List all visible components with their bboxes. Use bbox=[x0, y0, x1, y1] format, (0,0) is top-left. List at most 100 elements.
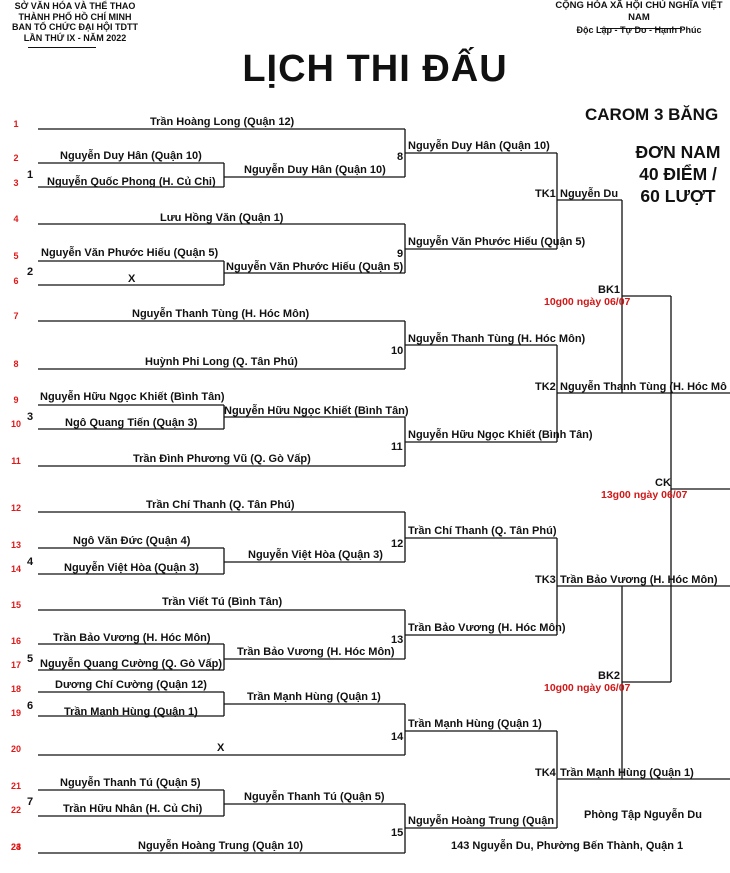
row-number: 23 bbox=[10, 842, 21, 852]
row-number: 10 bbox=[10, 419, 21, 429]
event-format-line-2: 40 ĐIỂM / bbox=[639, 164, 717, 184]
player-name: Trần Viết Tú (Bình Tân) bbox=[162, 596, 283, 608]
player-name: Nguyễn Duy Hân (Quận 10) bbox=[60, 150, 202, 162]
advancing-player: Nguyễn Hoàng Trung (Quận bbox=[408, 815, 555, 827]
quarterfinal-label: TK2 bbox=[535, 381, 556, 393]
player-name: Nguyễn Việt Hòa (Quận 3) bbox=[64, 562, 199, 574]
row-number: 8 bbox=[13, 359, 19, 369]
match-number: 2 bbox=[27, 266, 34, 278]
player-name: Nguyễn Văn Phước Hiếu (Quận 5) bbox=[41, 247, 219, 259]
advancing-player: Trần Mạnh Hùng (Quận 1) bbox=[247, 691, 381, 703]
advancing-player: Nguyễn Duy Hân (Quận 10) bbox=[408, 140, 550, 152]
player-name: Ngô Quang Tiến (Quận 3) bbox=[65, 417, 198, 429]
row-number: 11 bbox=[11, 456, 21, 466]
row-number: 15 bbox=[10, 600, 21, 610]
match-number: 6 bbox=[27, 700, 34, 712]
match-number: 13 bbox=[391, 634, 404, 646]
player-name: Trần Đình Phương Vũ (Q. Gò Vấp) bbox=[133, 453, 311, 465]
venue-address: 143 Nguyễn Du, Phường Bến Thành, Quận 1 bbox=[451, 840, 684, 852]
player-name: Nguyễn Quang Cường (Q. Gò Vấp) bbox=[40, 658, 223, 670]
advancing-player: Nguyễn Thanh Tú (Quận 5) bbox=[244, 791, 385, 803]
quarterfinal-label: TK3 bbox=[535, 574, 556, 586]
row-number: 3 bbox=[13, 178, 19, 188]
row-number: 14 bbox=[10, 564, 21, 574]
advancing-player: Nguyễn Duy Hân (Quận 10) bbox=[244, 164, 386, 176]
advancing-player: Nguyễn Thanh Tùng (H. Hóc Môn) bbox=[408, 333, 586, 345]
quarterfinal-label: TK4 bbox=[535, 767, 556, 779]
match-number: 14 bbox=[391, 731, 404, 743]
player-name: Nguyễn Thanh Tú (Quận 5) bbox=[60, 777, 201, 789]
row-number: 2 bbox=[13, 153, 19, 163]
row-number: 4 bbox=[13, 214, 19, 224]
venue-name: Phòng Tập Nguyễn Du bbox=[584, 809, 702, 821]
row-number: 13 bbox=[10, 540, 21, 550]
player-name: Dương Chí Cường (Quận 12) bbox=[55, 679, 207, 691]
row-number: 5 bbox=[13, 251, 19, 261]
advancing-player: Nguyễn Hữu Ngọc Khiết (Bình Tân) bbox=[408, 429, 593, 441]
event-format: ĐƠN NAM 40 ĐIỂM / 60 LƯỢT bbox=[620, 141, 730, 207]
advancing-player: Trần Bảo Vương (H. Hóc Môn) bbox=[408, 622, 566, 634]
quarterfinal-winner: Nguyễn Du bbox=[560, 188, 619, 200]
player-name: X bbox=[128, 273, 136, 285]
match-number: 11 bbox=[391, 441, 403, 453]
quarterfinal-winner: Nguyễn Thanh Tùng (H. Hóc Mô bbox=[560, 381, 727, 393]
player-name: Ngô Văn Đức (Quận 4) bbox=[73, 535, 191, 547]
organizer-line-4: LẦN THỨ IX - NĂM 2022 bbox=[23, 32, 127, 43]
semifinal-label: BK1 bbox=[598, 284, 621, 296]
match-number: 9 bbox=[397, 248, 404, 260]
row-number: 19 bbox=[10, 708, 21, 718]
semifinal-time: 10g00 ngày 06/07 bbox=[544, 682, 631, 694]
organizer-line-2: THÀNH PHỐ HỒ CHÍ MINH bbox=[18, 11, 132, 22]
player-name: Huỳnh Phi Long (Q. Tân Phú) bbox=[145, 356, 298, 368]
event-name: CAROM 3 BĂNG bbox=[585, 105, 719, 124]
advancing-player: Nguyễn Việt Hòa (Quận 3) bbox=[248, 549, 383, 561]
match-number: 1 bbox=[27, 169, 34, 181]
player-name: Nguyễn Quốc Phong (H. Củ Chi) bbox=[47, 176, 216, 188]
semifinal-time: 10g00 ngày 06/07 bbox=[544, 296, 631, 308]
player-name: Trần Bảo Vương (H. Hóc Môn) bbox=[53, 632, 211, 644]
event-format-line-1: ĐƠN NAM bbox=[635, 142, 721, 162]
quarterfinal-winner: Trần Mạnh Hùng (Quận 1) bbox=[560, 767, 694, 779]
row-number: 12 bbox=[10, 503, 21, 513]
advancing-player: Nguyễn Văn Phước Hiếu (Quận 5) bbox=[226, 261, 404, 273]
row-number: 22 bbox=[10, 805, 21, 815]
quarterfinal-label: TK1 bbox=[535, 188, 556, 200]
semifinal-label: BK2 bbox=[598, 670, 621, 682]
organizer-line-1: SỞ VĂN HÓA VÀ THỂ THAO bbox=[14, 1, 136, 11]
event-format-line-3: 60 LƯỢT bbox=[640, 186, 716, 206]
match-number: 8 bbox=[397, 151, 404, 163]
player-name: Nguyễn Thanh Tùng (H. Hóc Môn) bbox=[132, 308, 310, 320]
quarterfinal-winner: Trần Bảo Vương (H. Hóc Môn) bbox=[560, 574, 718, 586]
row-number: 21 bbox=[10, 781, 21, 791]
player-name: Trần Hữu Nhân (H. Củ Chi) bbox=[63, 803, 203, 815]
player-name: X bbox=[217, 742, 225, 754]
national-line-2: Độc Lập - Tự Do - Hạnh Phúc bbox=[576, 25, 702, 35]
match-number: 4 bbox=[27, 556, 34, 568]
national-header: CỘNG HÒA XÃ HỘI CHỦ NGHĨA VIỆT NAM Độc L… bbox=[548, 0, 730, 36]
row-number: 1 bbox=[13, 119, 19, 129]
row-number: 16 bbox=[10, 636, 21, 646]
row-number: 6 bbox=[13, 276, 19, 286]
player-name: Nguyễn Hữu Ngọc Khiết (Bình Tân) bbox=[40, 391, 225, 403]
advancing-player: Trần Chí Thanh (Q. Tân Phú) bbox=[408, 525, 557, 537]
national-line-1: CỘNG HÒA XÃ HỘI CHỦ NGHĨA VIỆT NAM bbox=[555, 0, 723, 23]
player-name: Trần Chí Thanh (Q. Tân Phú) bbox=[146, 499, 295, 511]
match-number: 3 bbox=[27, 411, 34, 423]
final-time: 13g00 ngày 06/07 bbox=[601, 489, 688, 501]
final-label: CK bbox=[655, 477, 671, 489]
row-number: 20 bbox=[10, 744, 21, 754]
advancing-player: Nguyễn Hữu Ngọc Khiết (Bình Tân) bbox=[224, 405, 409, 417]
player-name: Trần Mạnh Hùng (Quận 1) bbox=[64, 706, 198, 718]
row-number: 7 bbox=[13, 311, 19, 321]
organizer-underline bbox=[28, 47, 96, 48]
page-title: LỊCH THI ĐẤU bbox=[242, 48, 508, 90]
national-underline bbox=[600, 28, 682, 29]
organizer-header: SỞ VĂN HÓA VÀ THỂ THAO THÀNH PHỐ HỒ CHÍ … bbox=[0, 1, 150, 48]
row-number: 18 bbox=[10, 684, 21, 694]
match-number: 12 bbox=[391, 538, 404, 550]
player-name: Trần Hoàng Long (Quận 12) bbox=[150, 116, 295, 128]
player-name: Lưu Hồng Văn (Quận 1) bbox=[160, 212, 284, 224]
match-number: 5 bbox=[27, 653, 34, 665]
advancing-player: Nguyễn Văn Phước Hiếu (Quận 5) bbox=[408, 236, 586, 248]
